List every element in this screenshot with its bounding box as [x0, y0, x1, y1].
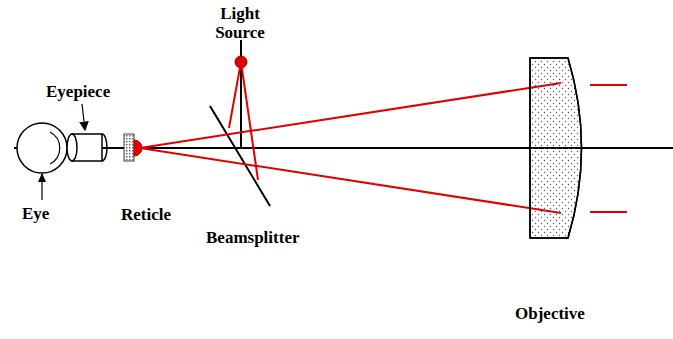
eye-label: Eye — [22, 204, 49, 223]
eyepiece-label: Eyepiece — [46, 82, 110, 101]
objective-label: Objective — [515, 304, 585, 323]
beamsplitter-label: Beamsplitter — [206, 228, 299, 247]
reticle-label: Reticle — [121, 205, 171, 224]
light-source-label: Light Source — [208, 4, 272, 42]
